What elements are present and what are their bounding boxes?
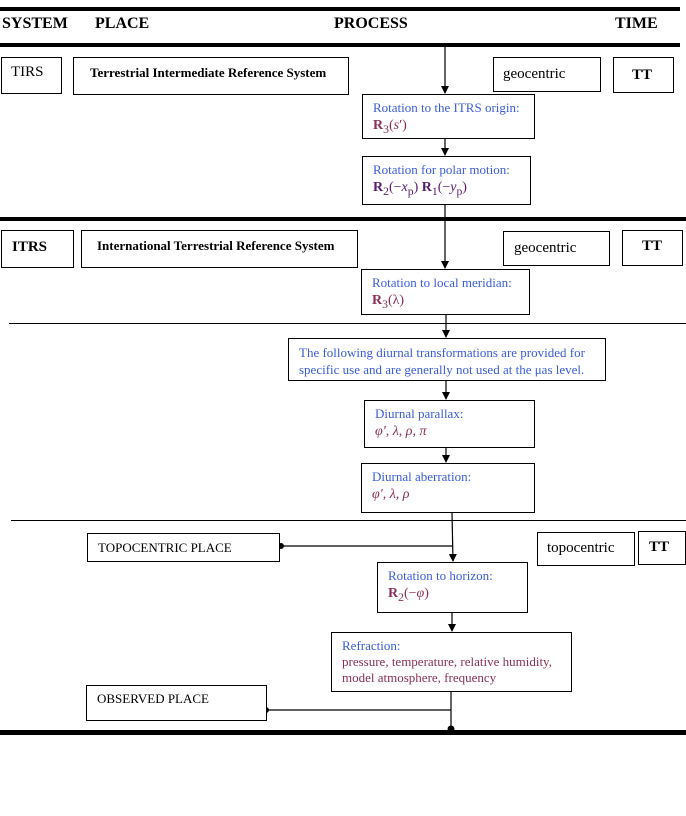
diurnal-note-box: The following diurnal transformations ar…: [288, 338, 606, 381]
polar-motion-title: Rotation for polar motion:: [373, 162, 510, 177]
header-process: PROCESS: [334, 15, 408, 32]
diurnal-aberration-box: Diurnal aberration: φ', λ, ρ: [361, 463, 535, 513]
itrs-origin-title: Rotation to the ITRS origin:: [373, 100, 520, 115]
top-rule: [0, 7, 680, 11]
topocentric-time-box: TT: [638, 531, 686, 565]
itrs-time-box: TT: [622, 230, 683, 266]
topocentric-frame-label: topocentric: [547, 540, 615, 556]
header-rule: [0, 43, 680, 47]
tirs-itrs-rule: [0, 217, 686, 221]
itrs-system-label: ITRS: [12, 239, 48, 255]
local-meridian-formula: R3(λ): [372, 293, 405, 311]
arrow-to-horizon: [448, 512, 457, 562]
meridian-divider: [9, 323, 686, 324]
itrs-origin-formula: R3(s′): [373, 118, 407, 136]
itrs-frame-box: geocentric: [503, 231, 610, 266]
polar-motion-box: Rotation for polar motion: R2(−xp) R1(−y…: [362, 156, 531, 205]
topocentric-place-box: TOPOCENTRIC PLACE: [87, 533, 280, 562]
itrs-origin-box: Rotation to the ITRS origin: R3(s′): [362, 94, 535, 139]
itrs-frame-label: geocentric: [514, 240, 577, 256]
horizon-formula: R2(−φ): [388, 586, 429, 604]
local-meridian-box: Rotation to local meridian: R3(λ): [361, 269, 530, 315]
bottom-junction: [447, 725, 455, 733]
horizon-title: Rotation to horizon:: [388, 568, 493, 583]
tirs-place-label: Terrestrial Intermediate Reference Syste…: [90, 65, 327, 80]
refraction-box: Refraction: pressure, temperature, relat…: [331, 632, 572, 692]
diurnal-aberration-params: φ', λ, ρ: [372, 487, 410, 502]
refraction-params: pressure, temperature, relative humidity…: [342, 654, 552, 685]
local-meridian-title: Rotation to local meridian:: [372, 275, 512, 290]
header-time: TIME: [615, 15, 658, 32]
itrs-time-label: TT: [642, 238, 663, 254]
horizon-box: Rotation to horizon: R2(−φ): [377, 562, 528, 613]
tirs-system-box: TIRS: [1, 57, 62, 94]
tirs-frame-label: geocentric: [503, 66, 566, 82]
tirs-time-label: TT: [632, 67, 653, 83]
topocentric-place-label: TOPOCENTRIC PLACE: [98, 540, 232, 555]
diurnal-parallax-title: Diurnal parallax:: [375, 406, 464, 421]
diurnal-parallax-params: φ', λ, ρ, π: [375, 424, 427, 439]
observed-place-box: OBSERVED PLACE: [86, 685, 267, 721]
tirs-time-box: TT: [613, 57, 674, 93]
itrs-place-label: International Terrestrial Reference Syst…: [97, 238, 335, 253]
tirs-place-box: Terrestrial Intermediate Reference Syste…: [73, 57, 349, 95]
header-place: PLACE: [95, 15, 150, 32]
tirs-frame-box: geocentric: [493, 57, 601, 92]
itrs-system-box: ITRS: [1, 230, 74, 268]
topocentric-frame-box: topocentric: [537, 532, 635, 566]
diurnal-parallax-box: Diurnal parallax: φ', λ, ρ, π: [364, 400, 535, 448]
topocentric-time-label: TT: [649, 539, 670, 555]
header-system: SYSTEM: [2, 15, 68, 32]
tirs-system-label: TIRS: [11, 64, 44, 80]
observed-place-label: OBSERVED PLACE: [97, 691, 209, 706]
refraction-title: Refraction:: [342, 638, 401, 653]
diurnal-note-text: The following diurnal transformations ar…: [299, 345, 585, 377]
diurnal-divider: [11, 520, 686, 521]
bottom-rule: [0, 730, 686, 735]
polar-motion-formula: R2(−xp) R1(−yp): [373, 180, 467, 198]
diurnal-aberration-title: Diurnal aberration:: [372, 469, 472, 484]
itrs-place-box: International Terrestrial Reference Syst…: [81, 230, 358, 268]
